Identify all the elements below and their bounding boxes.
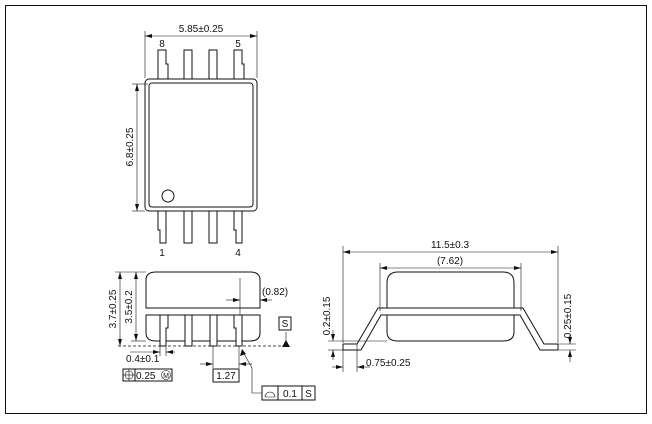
package-body-outer xyxy=(144,78,258,212)
lead-pin-1 xyxy=(157,211,167,244)
top-leads xyxy=(157,49,245,81)
drawing-frame xyxy=(5,5,647,414)
front-body-lower xyxy=(145,314,261,342)
front-lead-2 xyxy=(184,314,193,347)
foot-length-label: 0.75±0.25 xyxy=(366,358,411,369)
lead-thickness-label: 0.25±0.15 xyxy=(563,293,574,338)
height-dimension-label: 6.8±0.25 xyxy=(125,127,136,166)
flatness-value: 0.1 xyxy=(283,389,297,400)
pitch-label: 1.27 xyxy=(216,371,236,382)
package-body-inner xyxy=(148,82,254,208)
width-dimension-label: 5.85±0.25 xyxy=(179,24,224,35)
side-lead-left-bottom xyxy=(343,314,387,351)
bottom-leads xyxy=(157,210,243,244)
mmc-circle-icon xyxy=(161,370,171,380)
pin-number-8: 8 xyxy=(159,39,165,50)
span-label: 11.5±0.3 xyxy=(431,240,470,251)
datum-s-label: S xyxy=(282,319,289,330)
side-view: 11.5±0.3 (7.62) 0.2±0.15 0.25±0.15 0.75±… xyxy=(322,240,576,372)
pitch-box xyxy=(212,368,240,383)
side-body-upper xyxy=(386,271,515,309)
front-lead-3 xyxy=(209,314,218,347)
standoff-label: 0.2±0.15 xyxy=(322,296,333,335)
lead-pin-7 xyxy=(183,49,193,81)
datum-triangle xyxy=(282,340,290,347)
lead-offset-label: (0.82) xyxy=(262,287,288,298)
flatness-leader xyxy=(241,349,262,394)
lead-pin-5 xyxy=(233,49,245,80)
lead-width-label: 0.4±0.1 xyxy=(126,354,160,365)
top-view: 5.85±0.25 8 5 1 4 6.8±0.25 xyxy=(125,24,258,259)
lead-pin-2 xyxy=(183,210,193,244)
total-height-label: 3.7±0.25 xyxy=(108,289,119,328)
pin-number-4: 4 xyxy=(235,248,241,259)
side-lead-left-top xyxy=(343,307,387,345)
side-body-lower xyxy=(386,314,515,342)
lead-pin-8 xyxy=(157,49,169,80)
pin1-index-mark xyxy=(161,189,175,203)
row-spacing-label: (7.62) xyxy=(437,256,463,267)
flatness-tolerance-frame: 0.1 S xyxy=(261,385,316,401)
body-height-label: 3.5±0.2 xyxy=(124,290,135,324)
pin-number-5: 5 xyxy=(235,39,241,50)
lead-pin-6 xyxy=(208,49,218,81)
front-body-upper xyxy=(145,271,261,309)
lead-pin-3 xyxy=(208,210,218,244)
position-tolerance-frame: 0.25 M xyxy=(122,368,173,382)
front-view: 3.7±0.25 3.5±0.2 (0.82) S 0.4±0.1 xyxy=(108,271,316,401)
position-tolerance-value: 0.25 xyxy=(136,371,156,382)
pin-number-1: 1 xyxy=(159,248,165,259)
flatness-datum: S xyxy=(305,389,312,400)
side-lead-right-bottom xyxy=(514,314,558,351)
flatness-symbol-icon xyxy=(264,391,276,398)
lead-pin-4 xyxy=(233,211,243,244)
datum-s-box xyxy=(278,316,292,331)
side-lead-right-top xyxy=(514,307,558,345)
mmc-symbol: M xyxy=(163,373,169,380)
